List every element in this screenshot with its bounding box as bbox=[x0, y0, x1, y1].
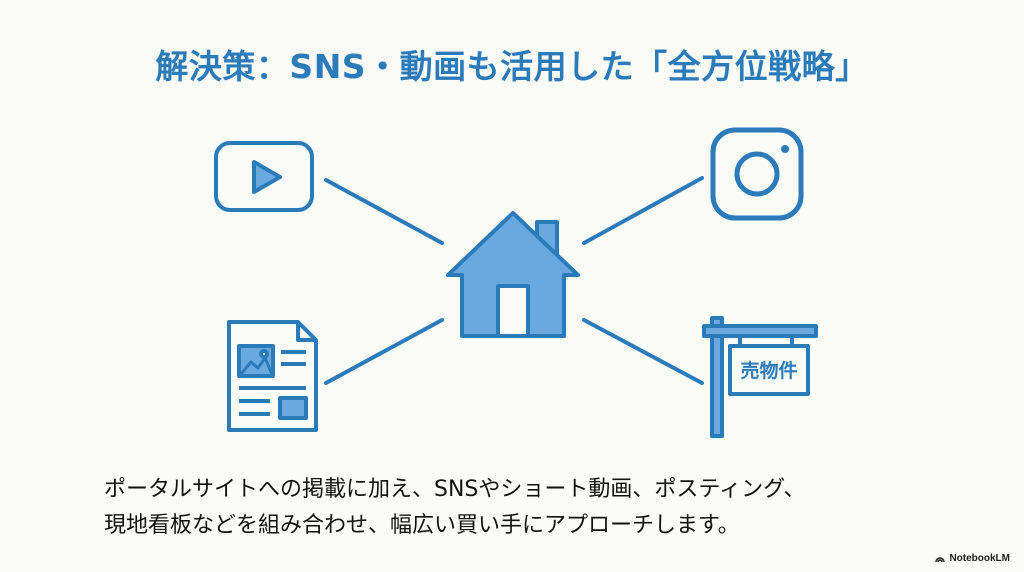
brand-label: NotebookLM bbox=[949, 553, 1010, 564]
for-sale-sign-icon: 売物件 bbox=[702, 316, 818, 438]
connector-line-top-right bbox=[582, 176, 704, 245]
description-text: ポータルサイトへの掲載に加え、SNSやショート動画、ポスティング、 現地看板など… bbox=[104, 472, 944, 544]
connector-line-bottom-left bbox=[324, 318, 444, 385]
description-line-2: 現地看板などを組み合わせ、幅広い買い手にアプローチします。 bbox=[104, 513, 740, 538]
connector-line-top-left bbox=[324, 178, 444, 245]
video-play-icon bbox=[214, 141, 314, 212]
connector-line-bottom-right bbox=[582, 318, 704, 385]
house-icon bbox=[446, 211, 580, 338]
slide-title: 解決策：SNS・動画も活用した「全方位戦略」 bbox=[155, 47, 869, 86]
flyer-document-icon bbox=[227, 320, 318, 432]
notebooklm-logo-icon bbox=[935, 556, 946, 562]
instagram-icon bbox=[710, 127, 804, 221]
description-line-1: ポータルサイトへの掲載に加え、SNSやショート動画、ポスティング、 bbox=[104, 477, 806, 502]
brand-watermark: NotebookLM bbox=[935, 553, 1010, 564]
for-sale-sign-label: 売物件 bbox=[740, 359, 797, 382]
